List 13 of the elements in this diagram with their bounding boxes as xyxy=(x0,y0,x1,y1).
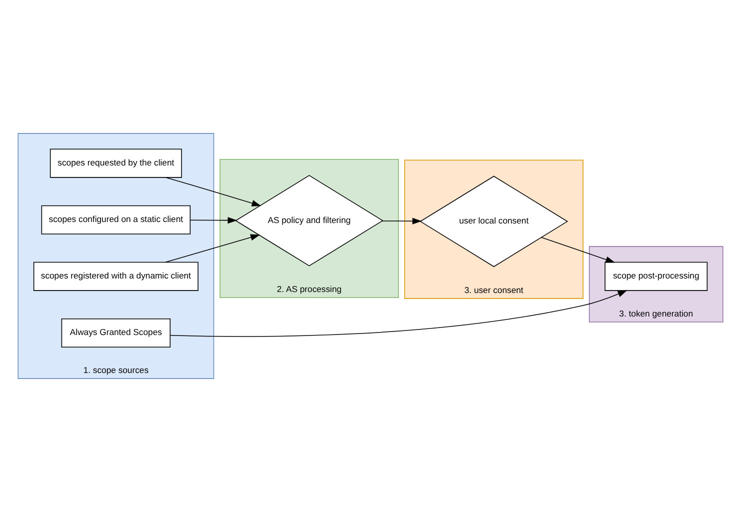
node-box: Always Granted Scopes xyxy=(61,318,171,348)
arrow xyxy=(190,216,238,224)
node-box: scope post-processing xyxy=(604,261,708,290)
node-box: scopes registered with a dynamic client xyxy=(33,261,198,290)
node-diamond: user local consent xyxy=(420,175,568,267)
arrow xyxy=(165,176,262,206)
arrow xyxy=(540,236,616,262)
node-box: scopes requested by the client xyxy=(50,148,182,178)
node-diamond: AS policy and filtering xyxy=(235,174,384,266)
arrow xyxy=(170,290,628,336)
arrow xyxy=(382,217,422,224)
arrow xyxy=(164,234,260,262)
node-box: scopes configured on a static client xyxy=(41,204,191,234)
